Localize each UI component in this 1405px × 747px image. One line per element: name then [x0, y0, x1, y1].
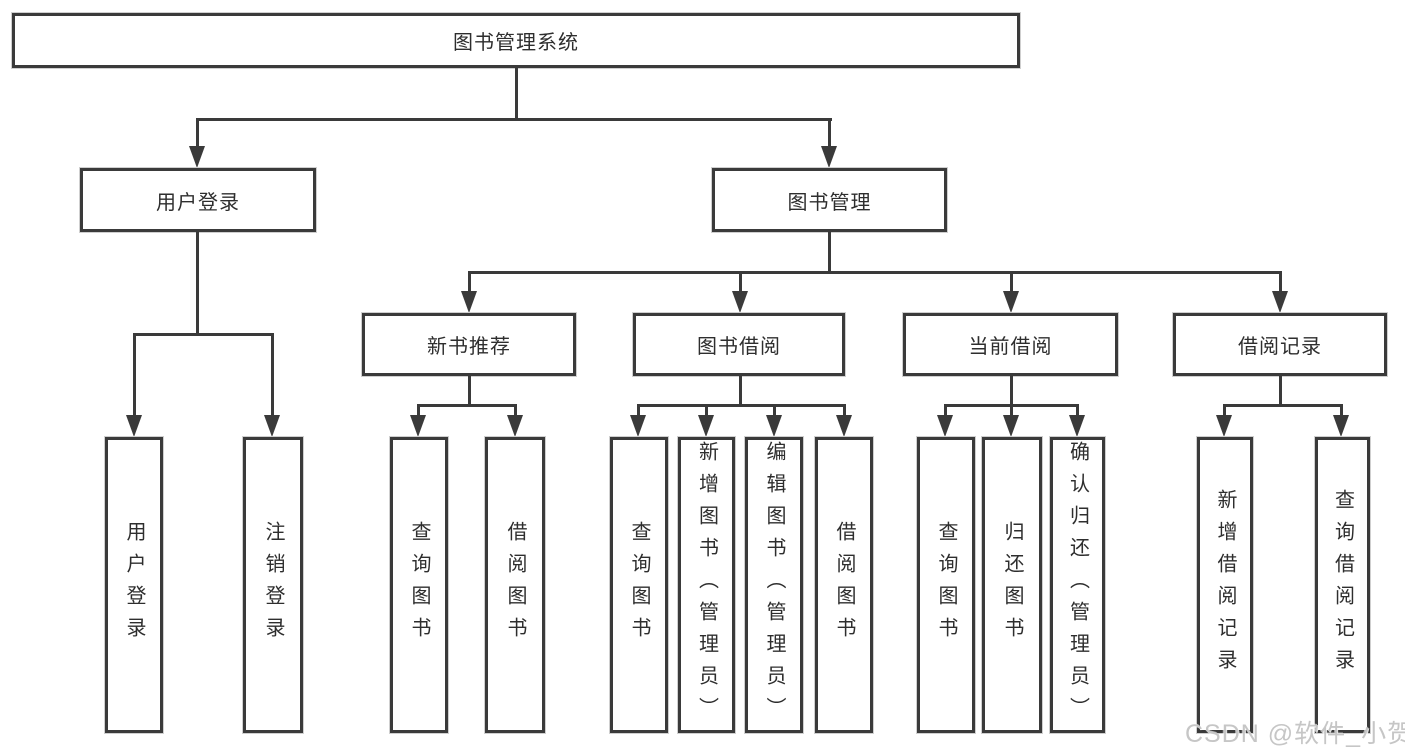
leaf-add-borrow-record: 新增借阅记录 — [1197, 437, 1253, 733]
connector-line — [1223, 404, 1226, 418]
connector-line — [1279, 271, 1282, 295]
connector-line — [417, 404, 420, 418]
connector-line — [196, 118, 832, 121]
node-label: 确认归还（管理员） — [1066, 441, 1089, 729]
connector-line — [1010, 271, 1013, 295]
connector-line — [133, 333, 274, 336]
connector-line — [1010, 404, 1013, 418]
connector-line — [944, 404, 947, 418]
connector-line — [739, 271, 742, 295]
connector-line — [843, 404, 846, 418]
leaf-query-borrow-record: 查询借阅记录 — [1315, 437, 1370, 733]
connector-line — [637, 404, 640, 418]
connector-arrowhead-down — [264, 415, 280, 437]
node-user-login: 用户登录 — [80, 168, 316, 232]
connector-arrowhead-down — [937, 415, 953, 437]
node-label: 查询图书 — [935, 521, 957, 649]
leaf-borrow-books: 借阅图书 — [815, 437, 873, 733]
connector-arrowhead-down — [410, 415, 426, 437]
connector-line — [828, 232, 831, 274]
node-book-borrowing: 图书借阅 — [633, 313, 845, 376]
connector-arrowhead-down — [189, 146, 205, 168]
leaf-user-login: 用户登录 — [105, 437, 163, 733]
connector-line — [1076, 404, 1079, 418]
leaf-query-books-current: 查询图书 — [917, 437, 975, 733]
connector-arrowhead-down — [461, 291, 477, 313]
connector-arrowhead-down — [126, 415, 142, 437]
connector-line — [828, 118, 831, 152]
leaf-edit-books-admin: 编辑图书（管理员） — [745, 437, 803, 733]
leaf-query-books-recommend: 查询图书 — [390, 437, 448, 733]
node-label: 图书管理系统 — [453, 32, 579, 54]
node-label: 图书管理 — [787, 191, 872, 214]
connector-line — [468, 376, 471, 407]
connector-line — [514, 404, 517, 418]
node-library-system: 图书管理系统 — [12, 13, 1020, 68]
connector-arrowhead-down — [1069, 415, 1085, 437]
connector-line — [417, 404, 517, 407]
node-label: 用户登录 — [156, 191, 240, 214]
connector-line — [739, 376, 742, 407]
leaf-add-books-admin: 新增图书（管理员） — [678, 437, 735, 733]
node-current-borrowing: 当前借阅 — [903, 313, 1118, 376]
connector-arrowhead-down — [821, 146, 837, 168]
connector-line — [196, 232, 199, 336]
connector-arrowhead-down — [1003, 415, 1019, 437]
node-borrow-records: 借阅记录 — [1173, 313, 1387, 376]
connector-line — [468, 271, 471, 295]
connector-line — [1340, 404, 1343, 418]
node-label: 当前借阅 — [968, 336, 1053, 358]
connector-arrowhead-down — [698, 415, 714, 437]
node-label: 注销登录 — [262, 521, 284, 649]
node-label: 查询图书 — [628, 521, 650, 649]
connector-arrowhead-down — [1272, 291, 1288, 313]
csdn-watermark: CSDN @软件_小贺同学 — [1185, 720, 1405, 747]
connector-arrowhead-down — [1333, 415, 1349, 437]
connector-line — [515, 68, 518, 120]
connector-arrowhead-down — [1216, 415, 1232, 437]
connector-line — [196, 118, 199, 152]
connector-line — [637, 404, 846, 407]
connector-line — [468, 271, 1282, 274]
leaf-query-books-borrowing: 查询图书 — [610, 437, 668, 733]
connector-arrowhead-down — [1003, 291, 1019, 313]
leaf-confirm-return-admin: 确认归还（管理员） — [1050, 437, 1105, 733]
connector-arrowhead-down — [507, 415, 523, 437]
leaf-return-books: 归还图书 — [982, 437, 1042, 733]
node-label: 借阅记录 — [1238, 336, 1322, 358]
node-label: 新增借阅记录 — [1214, 489, 1236, 681]
connector-line — [133, 333, 136, 419]
node-book-management: 图书管理 — [712, 168, 947, 232]
connector-line — [1010, 376, 1013, 407]
node-label: 查询图书 — [408, 521, 430, 649]
node-label: 编辑图书（管理员） — [763, 441, 785, 729]
node-label: 归还图书 — [1001, 521, 1023, 649]
connector-arrowhead-down — [836, 415, 852, 437]
node-label: 用户登录 — [123, 521, 145, 649]
leaf-borrow-books-recommend: 借阅图书 — [485, 437, 545, 733]
connector-arrowhead-down — [630, 415, 646, 437]
connector-arrowhead-down — [732, 291, 748, 313]
connector-line — [773, 404, 776, 418]
node-label: 借阅图书 — [504, 521, 526, 649]
connector-arrowhead-down — [766, 415, 782, 437]
node-label: 图书借阅 — [697, 336, 781, 358]
node-label: 新增图书（管理员） — [695, 441, 718, 729]
connector-line — [1223, 404, 1343, 407]
connector-line — [271, 333, 274, 419]
leaf-logout: 注销登录 — [243, 437, 303, 733]
connector-line — [705, 404, 708, 418]
node-label: 新书推荐 — [427, 336, 511, 358]
connector-line — [1279, 376, 1282, 407]
node-label: 借阅图书 — [833, 521, 855, 649]
node-label: 查询借阅记录 — [1331, 489, 1354, 681]
node-new-book-recommend: 新书推荐 — [362, 313, 576, 376]
